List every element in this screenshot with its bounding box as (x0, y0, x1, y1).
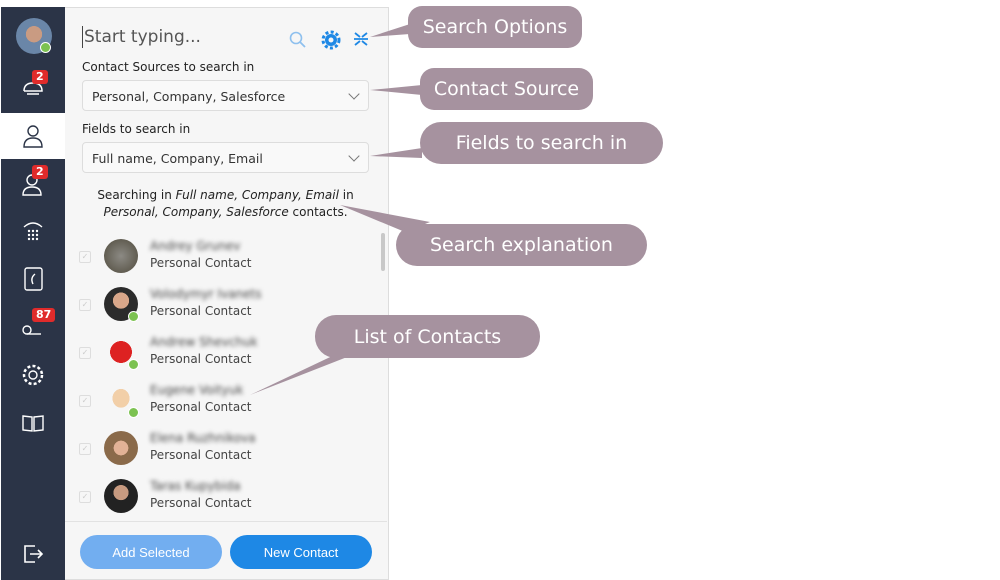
search-explanation: Searching in Full name, Company, Email i… (97, 188, 354, 219)
callout-explanation: Search explanation (396, 224, 647, 266)
search-panel: Start typing... Contact Sources to searc… (65, 7, 389, 580)
sidebar-item-dialpad[interactable] (1, 209, 65, 255)
sidebar-item-team[interactable]: 2 (1, 161, 65, 207)
checkbox[interactable]: ✓ (79, 251, 91, 263)
badge: 87 (32, 308, 56, 322)
online-status-icon (40, 42, 51, 53)
callout-search-options: Search Options (408, 6, 582, 48)
sidebar-item-settings[interactable] (1, 352, 65, 398)
sidebar: 2 2 87 (1, 7, 65, 580)
badge: 2 (32, 70, 48, 84)
checkbox[interactable]: ✓ (79, 299, 91, 311)
search-input[interactable]: Start typing... (82, 26, 201, 48)
checkbox[interactable]: ✓ (79, 347, 91, 359)
sidebar-item-voicemail[interactable]: 87 (1, 304, 65, 350)
scrollbar[interactable] (381, 233, 385, 271)
sidebar-item-chat[interactable]: 2 (1, 66, 65, 112)
online-status-icon (128, 359, 139, 370)
avatar (104, 431, 138, 465)
gear-icon (22, 364, 44, 386)
sidebar-item-contacts[interactable] (1, 113, 65, 159)
contact-person-icon (23, 125, 43, 148)
collapse-icon[interactable] (353, 31, 369, 47)
selected-value: Full name, Company, Email (92, 151, 263, 166)
search-icon[interactable] (289, 31, 307, 49)
logout-button[interactable] (1, 531, 65, 577)
book-icon (22, 415, 44, 432)
badge: 2 (32, 165, 48, 179)
online-status-icon (128, 407, 139, 418)
phonebook-icon (24, 267, 43, 291)
selected-value: Personal, Company, Salesforce (92, 89, 286, 104)
avatar (104, 239, 138, 273)
callout-list: List of Contacts (315, 315, 540, 358)
contact-sources-select[interactable]: Personal, Company, Salesforce (82, 80, 369, 111)
fields-select[interactable]: Full name, Company, Email (82, 142, 369, 173)
add-selected-button[interactable]: Add Selected (80, 535, 222, 569)
checkbox[interactable]: ✓ (79, 491, 91, 503)
sidebar-item-phonebook[interactable] (1, 256, 65, 302)
new-contact-button[interactable]: New Contact (230, 535, 372, 569)
sidebar-item-help[interactable] (1, 400, 65, 446)
callout-fields: Fields to search in (420, 122, 663, 164)
sources-label: Contact Sources to search in (82, 60, 255, 74)
online-status-icon (128, 311, 139, 322)
footer: Add Selected New Contact (65, 521, 387, 580)
gear-icon[interactable] (321, 30, 341, 50)
voicemail-icon (22, 325, 41, 335)
checkbox[interactable]: ✓ (79, 443, 91, 455)
user-avatar[interactable] (16, 18, 52, 54)
avatar (104, 479, 138, 513)
phone-dialpad-icon (23, 222, 43, 241)
fields-label: Fields to search in (82, 122, 191, 136)
logout-icon (24, 545, 44, 563)
checkbox[interactable]: ✓ (79, 395, 91, 407)
callout-contact-source: Contact Source (420, 68, 593, 110)
